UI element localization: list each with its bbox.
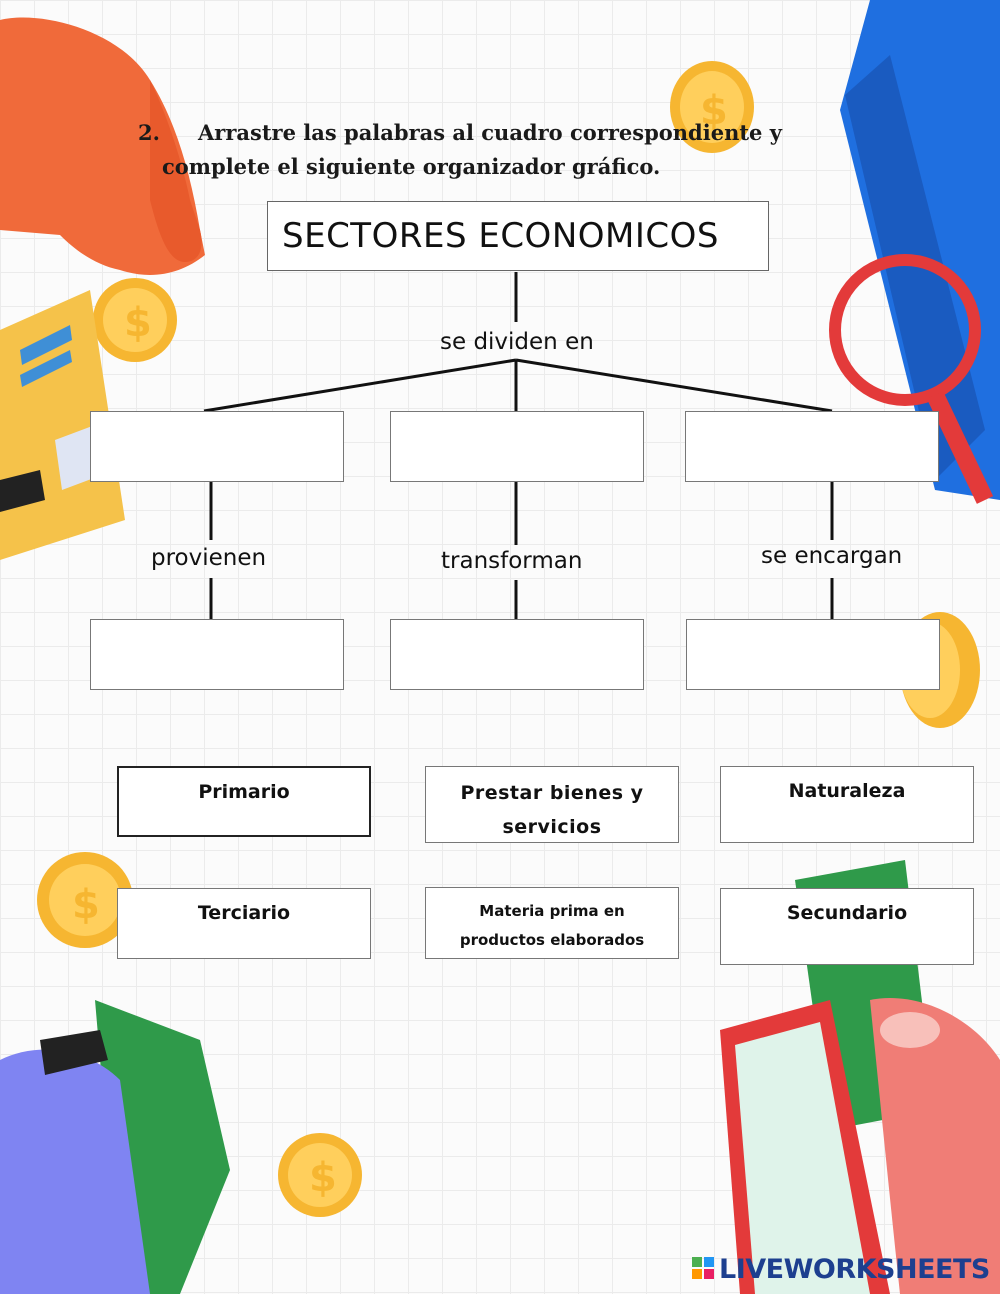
- instruction-line-2: complete el siguiente organizador gráfic…: [162, 154, 661, 179]
- connector-label-se-encargan: se encargan: [761, 543, 903, 569]
- word-card-label: Materia prima en productos elaborados: [459, 902, 645, 949]
- instruction-number: 2.: [138, 120, 160, 145]
- connector-label-transforman: transforman: [441, 548, 583, 574]
- hand-with-coin-icon: $: [0, 17, 205, 362]
- word-card-primario[interactable]: Primario: [117, 766, 371, 837]
- drop-box-description-1[interactable]: [90, 619, 344, 690]
- diagram-title: SECTORES ECONOMICOS: [282, 216, 719, 256]
- svg-text:$: $: [124, 300, 152, 346]
- word-card-terciario[interactable]: Terciario: [117, 888, 371, 959]
- connector-label-provienen: provienen: [151, 545, 267, 571]
- word-card-secundario[interactable]: Secundario: [720, 888, 974, 965]
- liveworksheets-logo[interactable]: LIVEWORKSHEETS: [692, 1250, 990, 1288]
- drop-box-description-2[interactable]: [390, 619, 644, 690]
- drop-box-sector-3[interactable]: [685, 411, 939, 482]
- root-connector-label: se dividen en: [440, 329, 594, 355]
- word-card-materia-prima[interactable]: Materia prima en productos elaborados: [425, 887, 679, 959]
- word-card-prestar-bienes[interactable]: Prestar bienes y servicios: [425, 766, 679, 843]
- drop-box-description-3[interactable]: [686, 619, 940, 690]
- liveworksheets-icon: [692, 1257, 714, 1279]
- liveworksheets-logo-text: LIVEWORKSHEETS: [719, 1253, 990, 1285]
- word-card-naturaleza[interactable]: Naturaleza: [720, 766, 974, 843]
- word-card-label: Terciario: [197, 902, 291, 924]
- drop-box-sector-1[interactable]: [90, 411, 344, 482]
- svg-text:$: $: [72, 882, 100, 928]
- wallet-icon: $: [0, 1000, 362, 1294]
- instruction-line-1: Arrastre las palabras al cuadro correspo…: [198, 120, 782, 145]
- instructions-text: 2. Arrastre las palabras al cuadro corres…: [138, 116, 878, 184]
- drop-box-sector-2[interactable]: [390, 411, 644, 482]
- word-card-label: Secundario: [786, 902, 908, 924]
- word-card-label: Naturaleza: [788, 780, 906, 802]
- word-card-label: Primario: [198, 781, 290, 803]
- diagram-title-box: SECTORES ECONOMICOS: [267, 201, 769, 271]
- word-card-label: Prestar bienes y servicios: [460, 782, 644, 838]
- svg-text:$: $: [309, 1155, 337, 1201]
